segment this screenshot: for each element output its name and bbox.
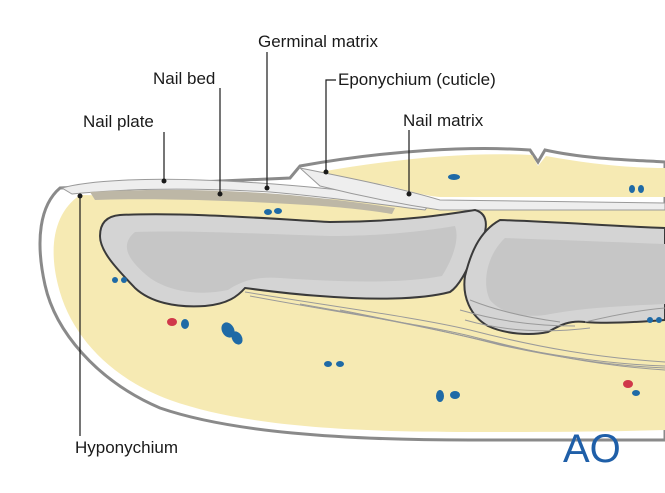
label-germinal-matrix: Germinal matrix (258, 32, 378, 51)
blood-vessels (112, 174, 662, 402)
label-nail-bed: Nail bed (153, 69, 215, 88)
leader-dot-nail-matrix (406, 191, 412, 197)
leader-dot-eponychium (323, 169, 329, 175)
label-nail-plate: Nail plate (83, 112, 154, 131)
leader-dot-hyponychium (77, 193, 83, 199)
middle-phalanx-inner (486, 238, 665, 316)
leader-dot-germinal-matrix (264, 185, 270, 191)
proximal-nail (298, 167, 665, 211)
label-nail-matrix: Nail matrix (403, 111, 484, 130)
leader-dot-nail-bed (217, 191, 223, 197)
distal-phalanx-inner (126, 226, 457, 293)
ao-logo: AO (563, 427, 621, 471)
label-eponychium: Eponychium (cuticle) (338, 70, 496, 89)
nail-bed (90, 189, 395, 214)
leader-eponychium (325, 79, 336, 172)
leader-lines (77, 52, 412, 436)
label-hyponychium: Hyponychium (75, 438, 178, 457)
tendon-fibers (244, 291, 665, 371)
leader-dot-nail-plate (161, 178, 167, 184)
dorsal-soft-tissue (320, 154, 665, 197)
